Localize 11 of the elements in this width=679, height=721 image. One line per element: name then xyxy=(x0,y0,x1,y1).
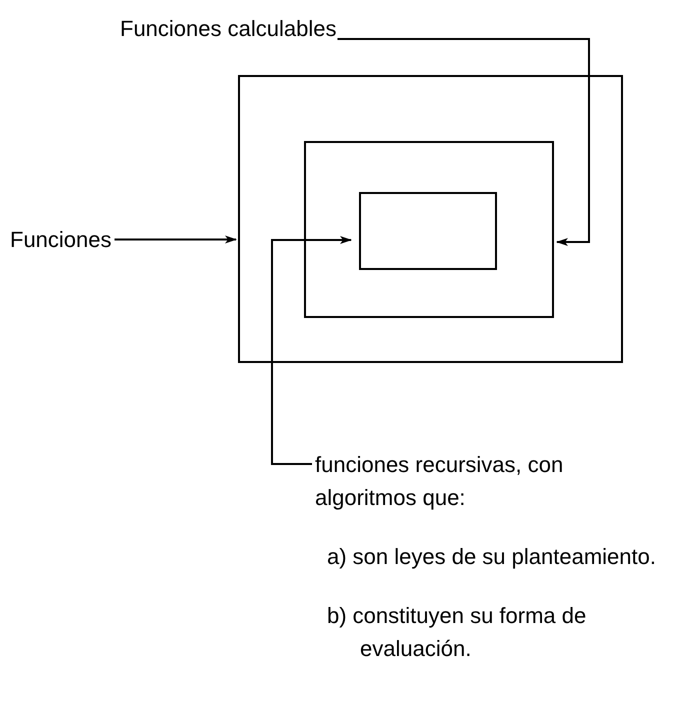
connector-arrow xyxy=(337,38,590,246)
list-item-text: a) son leyes de su planteamiento. xyxy=(327,543,657,571)
connector-arrow xyxy=(114,236,237,244)
nested-rectangle xyxy=(304,141,554,318)
nested-rectangle xyxy=(359,192,497,270)
node-label: Funciones calculables xyxy=(120,15,336,43)
list-item-text: b) constituyen su forma de evaluación. xyxy=(327,602,588,663)
node-label: Funciones xyxy=(10,226,112,254)
connector-arrow xyxy=(271,236,352,465)
annotation-text: funciones recursivas, con algoritmos que: xyxy=(315,451,564,512)
nested-rectangle xyxy=(238,75,623,363)
